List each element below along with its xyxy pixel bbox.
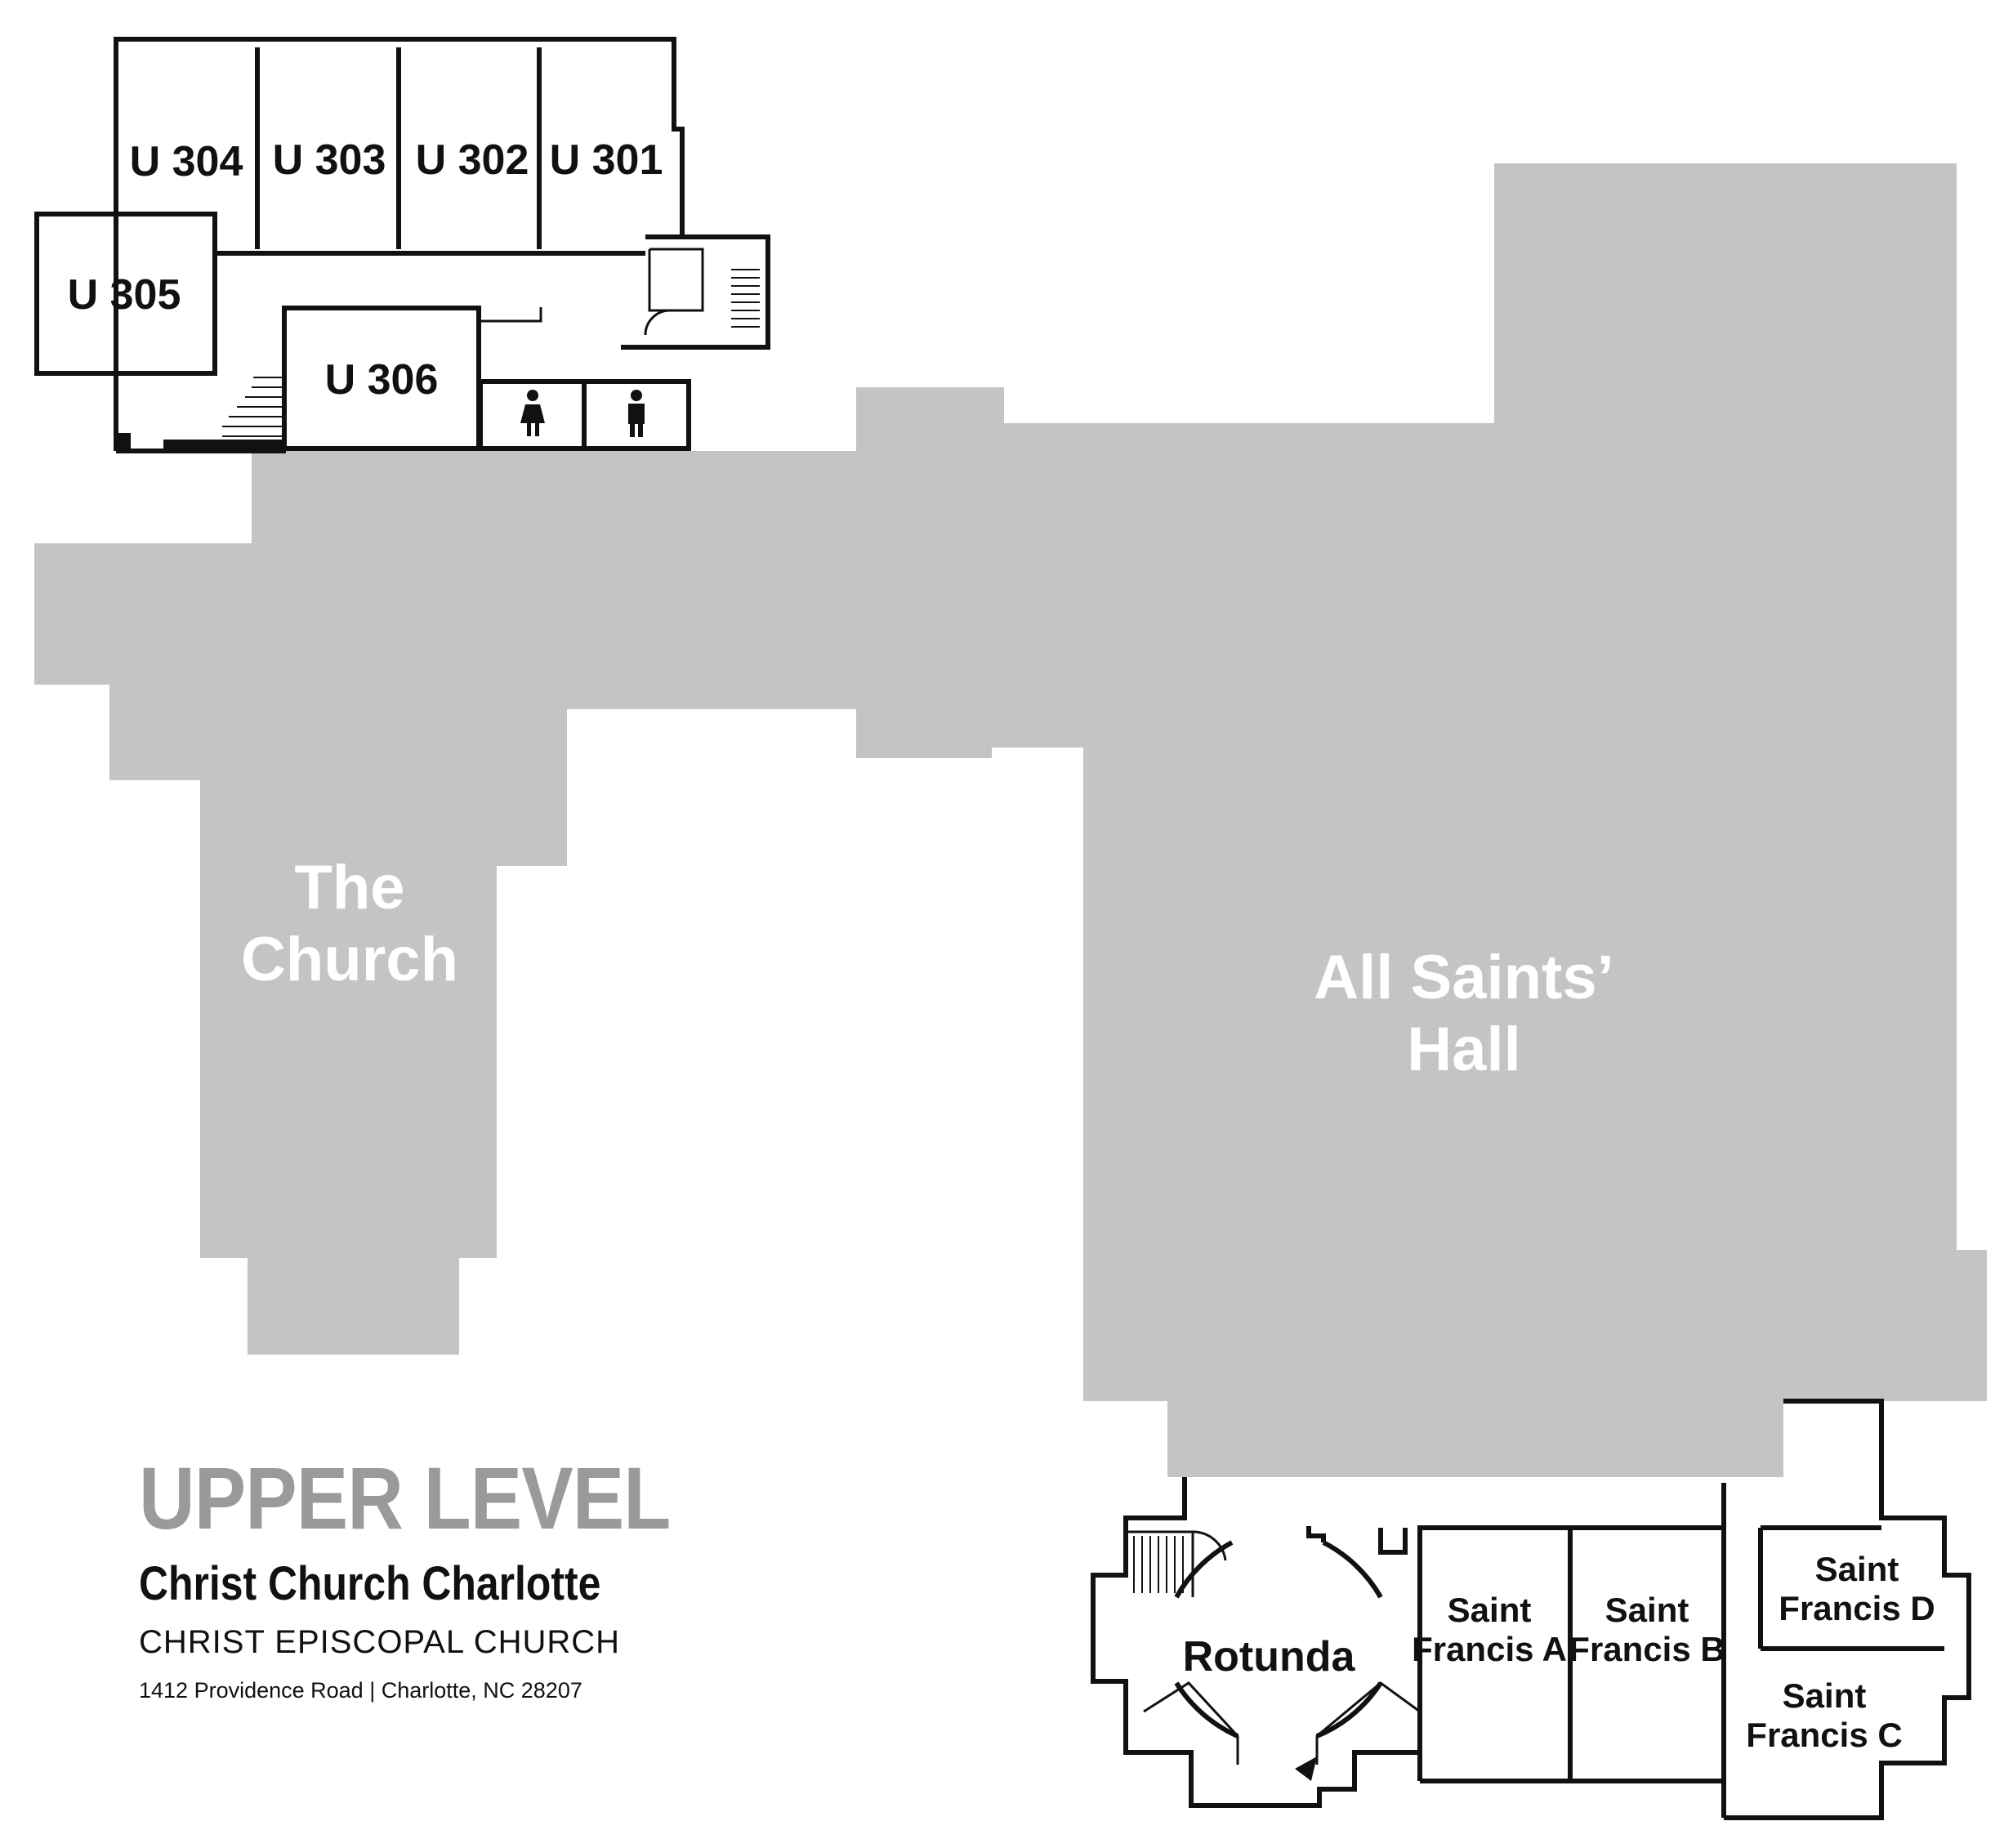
church-address: 1412 Providence Road | Charlotte, NC 282…: [139, 1678, 582, 1703]
level-title: UPPER LEVEL: [139, 1448, 671, 1547]
rotunda-label: Rotunda: [1183, 1633, 1356, 1681]
stairs-icon: [1133, 1536, 1184, 1593]
saint-francis-d-label-line1: Saint: [1815, 1550, 1899, 1588]
door-swing: [644, 309, 671, 336]
stairs-icon: [731, 269, 760, 328]
saint-francis-b-label-line2: Francis B: [1569, 1630, 1725, 1668]
map-legend: UPPER LEVEL Christ Church Charlotte CHRI…: [139, 1454, 743, 1702]
rotunda-arc-sw: [1174, 1681, 1239, 1739]
entry-arrow-icon: [1295, 1756, 1317, 1781]
saint-francis-d-label-line2: Francis D: [1779, 1589, 1935, 1627]
rotunda-wedge-se: [1315, 1681, 1421, 1765]
classroom-wing: U 304 U 303 U 302 U 301 U 305 U 306: [34, 37, 770, 453]
saint-francis-c-label-line1: Saint: [1783, 1676, 1867, 1715]
saint-francis-a-label-line2: Francis A: [1412, 1630, 1567, 1668]
saint-francis-b-label-line1: Saint: [1605, 1591, 1689, 1629]
hall-label-line1: All Saints’: [1314, 943, 1613, 1012]
stair-door-swing: [1192, 1530, 1227, 1561]
building-mass: [34, 163, 1987, 1477]
room-u305-label: U 305: [68, 271, 181, 319]
wall-segment: [163, 440, 286, 451]
rotunda-arc-se: [1315, 1681, 1383, 1739]
annex-closet: [1378, 1528, 1408, 1555]
church-label-line1: The: [294, 853, 404, 922]
womens-restroom-icon: [520, 390, 545, 436]
wing-outer-wall: [114, 37, 685, 237]
hall-label-line2: Hall: [1407, 1015, 1520, 1084]
rotunda-notch-ne: [1306, 1526, 1326, 1542]
room-u304-label: U 304: [130, 138, 243, 185]
room-u306-outline: [282, 306, 481, 451]
room-u303-label: U 303: [273, 136, 386, 184]
saint-francis-c-label-line2: Francis C: [1746, 1716, 1902, 1754]
corridor-partition: [479, 307, 542, 323]
wall-column: [116, 433, 131, 451]
rotunda-wedge-sw: [1143, 1681, 1239, 1765]
church-label-line2: Church: [241, 925, 458, 994]
main-building-shape: [34, 163, 1987, 1477]
saint-francis-a-label-line1: Saint: [1448, 1591, 1532, 1629]
annex-right-wall: [1724, 1399, 1971, 1820]
room-u301-label: U 301: [550, 136, 663, 184]
church-subtitle: CHRIST EPISCOPAL CHURCH: [139, 1624, 621, 1660]
church-name: Christ Church Charlotte: [139, 1557, 601, 1610]
rotunda-arc-ne: [1322, 1540, 1383, 1599]
mens-restroom-icon: [628, 390, 645, 437]
stair-landing: [648, 248, 704, 312]
room-u306-label: U 306: [325, 356, 439, 404]
stairs-icon: [222, 377, 282, 437]
rotunda-arc-nw: [1174, 1540, 1234, 1599]
room-u302-label: U 302: [416, 136, 529, 184]
rotunda-annex: Rotunda Saint Francis A Saint Francis B …: [1091, 1399, 1971, 1820]
room-u305-outline: [34, 212, 217, 376]
stairwell-right-wall: [621, 234, 770, 350]
